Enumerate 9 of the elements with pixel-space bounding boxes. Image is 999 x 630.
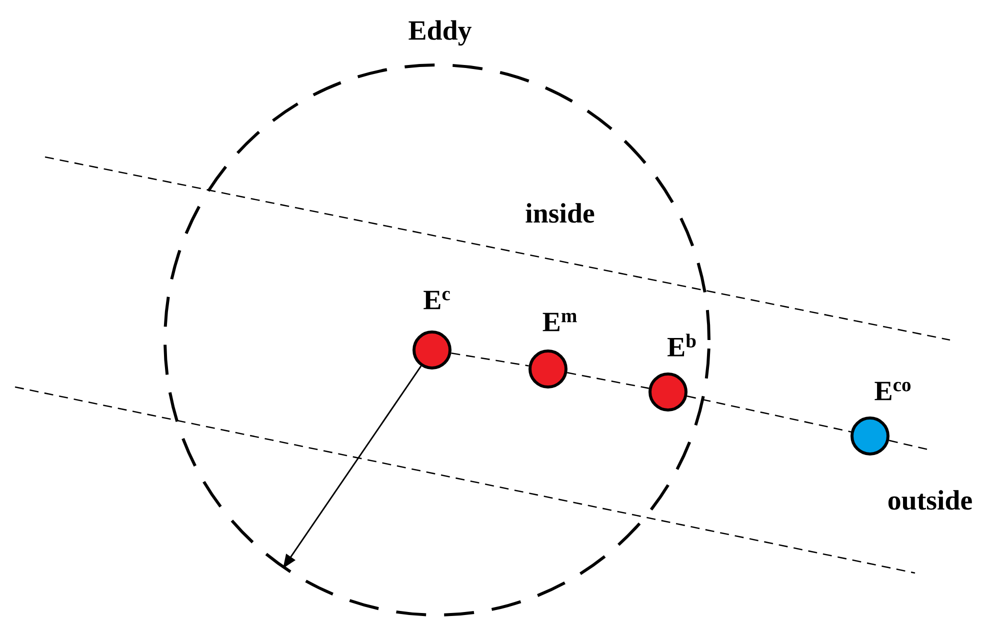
region-label: outside <box>888 490 972 510</box>
point-label: E$^{co}$ <box>874 382 911 400</box>
region-label: inside <box>526 203 594 223</box>
point-label: E$^{b}$ <box>668 334 696 356</box>
dashed-connector <box>451 352 529 366</box>
dashed-connector <box>567 372 649 389</box>
eddy-label: Eddy <box>408 20 472 46</box>
point-label: E$^{c}$ <box>424 290 450 310</box>
point-label: E$^{m}$ <box>542 312 577 332</box>
